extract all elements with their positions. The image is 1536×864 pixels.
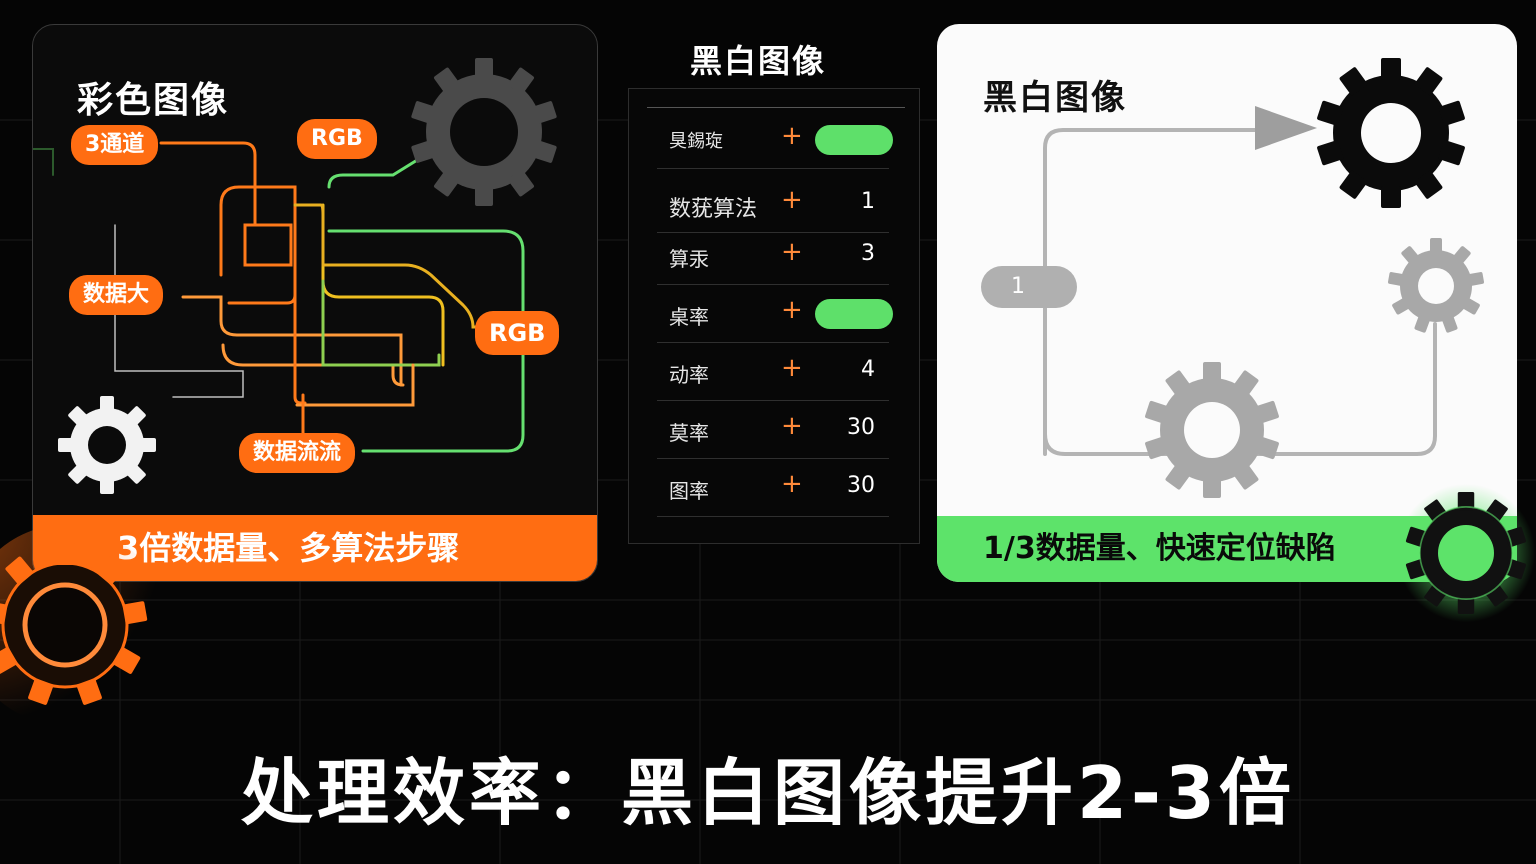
gear-icon (58, 396, 156, 494)
row-label: 动率 (669, 363, 709, 387)
color-image-title: 彩色图像 (77, 80, 230, 121)
gear-icon (1144, 362, 1280, 498)
tag-data-stream: 数据流流 (239, 433, 356, 473)
row-label: 图率 (669, 479, 709, 503)
plus-icon: + (781, 237, 803, 267)
table-row: 动率 + 4 (657, 343, 889, 401)
gear-icon (410, 58, 558, 206)
gear-icon (1316, 58, 1466, 208)
row-value: 30 (847, 415, 875, 440)
main-headline: 处理效率：黑白图像提升2-3倍 (240, 751, 1296, 835)
table-row: 算汞 + 3 (657, 227, 889, 285)
row-value: 30 (847, 473, 875, 498)
step-badge: 1 (981, 266, 1077, 308)
table-top-divider (647, 107, 905, 108)
row-label: 数莸算法 (669, 197, 758, 222)
tag-3-channel: 3通道 (71, 125, 159, 165)
data-flow-circuit (33, 141, 525, 457)
simplified-flow-diagram (1043, 106, 1437, 456)
gear-icon (1388, 238, 1484, 334)
status-toggle (815, 125, 893, 155)
plus-icon: + (781, 295, 803, 325)
row-value: 3 (861, 241, 875, 266)
plus-icon: + (781, 121, 803, 151)
row-label: 算汞 (669, 247, 709, 271)
status-toggle (815, 299, 893, 329)
row-value: 4 (861, 357, 875, 382)
tag-large-data: 数据大 (69, 275, 164, 315)
row-value: 1 (861, 189, 875, 214)
gear-icon (1396, 483, 1536, 623)
plus-icon: + (781, 353, 803, 383)
gear-icon (0, 525, 160, 725)
row-label: 狊錫琁 (669, 131, 723, 152)
tag-rgb-right: RGB (475, 311, 560, 355)
plus-icon: + (781, 469, 803, 499)
arrow-right-icon (1255, 106, 1317, 150)
plus-icon: + (781, 185, 803, 215)
row-label: 莫率 (669, 421, 709, 445)
table-row: 狊錫琁 + (657, 111, 893, 169)
bw-image-title-middle: 黑白图像 (690, 42, 827, 80)
table-row: 桌率 + (657, 285, 893, 343)
tag-rgb-top: RGB (297, 119, 377, 159)
table-row: 数莸算法 + 1 (657, 175, 889, 233)
table-row: 图率 + 30 (657, 459, 889, 517)
bw-image-title: 黑白图像 (983, 78, 1127, 118)
row-label: 桌率 (669, 305, 709, 329)
table-row: 莫率 + 30 (657, 401, 889, 459)
plus-icon: + (781, 411, 803, 441)
parameter-table: 狊錫琁 + 数莸算法 + 1 算汞 + 3 桌率 + 动率 + 4 莫率 + 3… (628, 88, 920, 544)
